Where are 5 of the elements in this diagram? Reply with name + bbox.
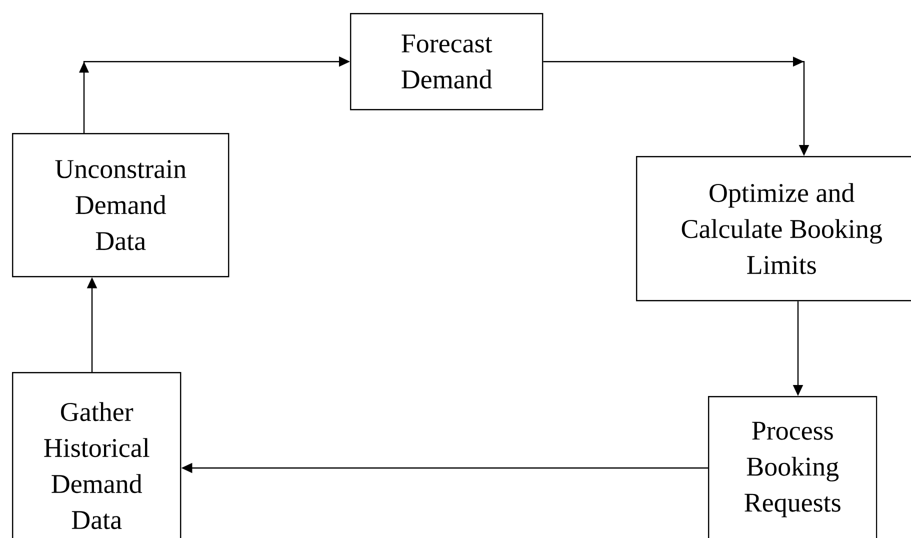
process-box: Unconstrain Demand Data bbox=[12, 133, 230, 278]
process-box: Forecast Demand bbox=[350, 13, 544, 110]
process-box: Optimize and Calculate Booking Limits bbox=[636, 156, 911, 302]
process-box: Gather Historical Demand Data bbox=[12, 372, 182, 538]
process-box: Process Booking Requests bbox=[708, 396, 878, 538]
